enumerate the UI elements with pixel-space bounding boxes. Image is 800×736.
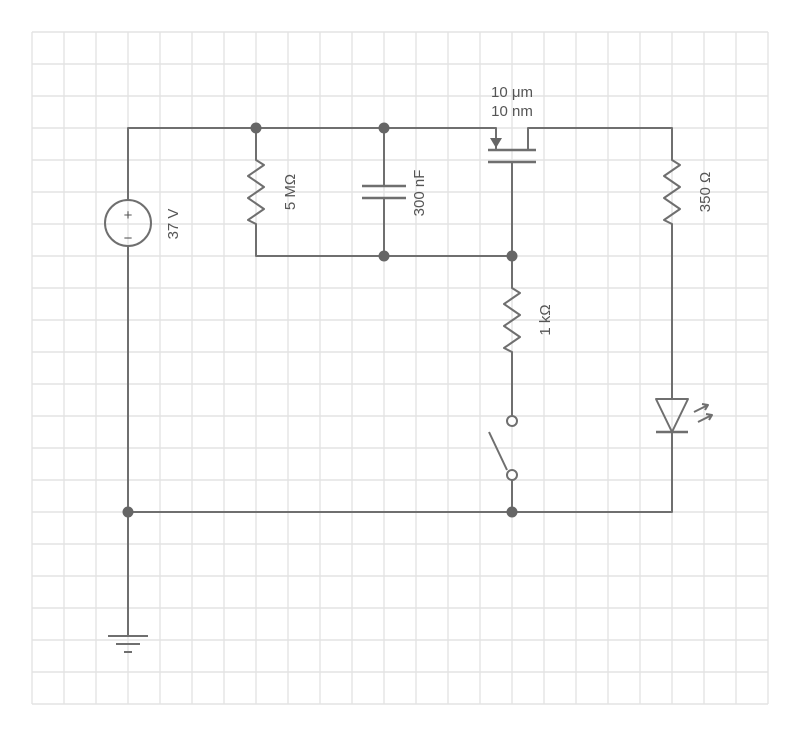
junction-nodes (122, 122, 518, 518)
resistor-r2-symbol[interactable] (663, 159, 681, 225)
junction-node (378, 250, 390, 262)
grid-background (31, 31, 769, 705)
wires (127, 127, 673, 637)
junction-node (122, 506, 134, 518)
resistor-r3-label: 1 kΩ (537, 304, 554, 335)
resistor-r1-symbol[interactable] (247, 159, 265, 225)
resistor-r1-label: 5 MΩ (282, 174, 299, 210)
ground-symbol[interactable] (108, 635, 148, 653)
wire-bottom-rail (127, 431, 673, 513)
battery-symbol[interactable]: + − (104, 199, 152, 247)
battery-minus-sign: − (124, 230, 133, 247)
wire-mosfet-drain (527, 127, 673, 399)
capacitor-c1-symbol[interactable] (362, 184, 406, 200)
capacitor-c1-label: 300 nF (411, 170, 428, 217)
battery-label: 37 V (165, 209, 182, 240)
mosfet-width-label: 10 μm (491, 84, 533, 101)
resistor-r3-symbol[interactable] (503, 287, 521, 353)
mosfet-length-label: 10 nm (491, 103, 533, 120)
junction-node (250, 122, 262, 134)
battery-plus-sign: + (124, 207, 133, 224)
resistor-r2-label: 350 Ω (697, 172, 714, 212)
switch-symbol[interactable] (488, 415, 518, 481)
junction-node (378, 122, 390, 134)
led-symbol[interactable] (655, 398, 713, 434)
junction-node (506, 506, 518, 518)
junction-node (506, 250, 518, 262)
mosfet-symbol[interactable] (488, 138, 536, 164)
wire-battery-top (127, 127, 497, 201)
